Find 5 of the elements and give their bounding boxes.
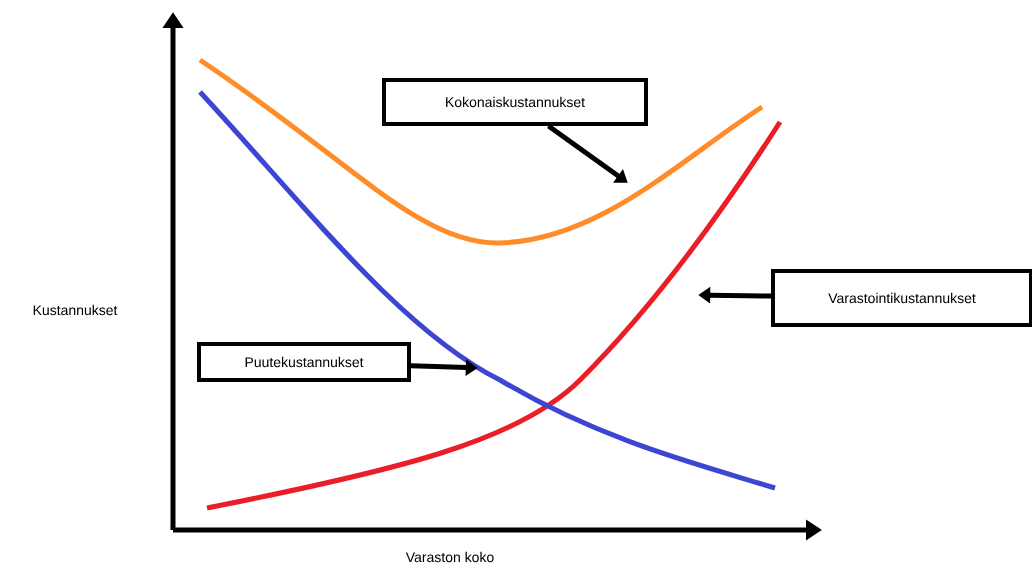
cost-curve [198,57,764,246]
label-box: Varastointikustannukset [771,269,1032,327]
axis-label: Varaston koko [405,551,494,563]
axis-label: Kustannukset [33,304,118,316]
leader-arrow [547,123,628,183]
